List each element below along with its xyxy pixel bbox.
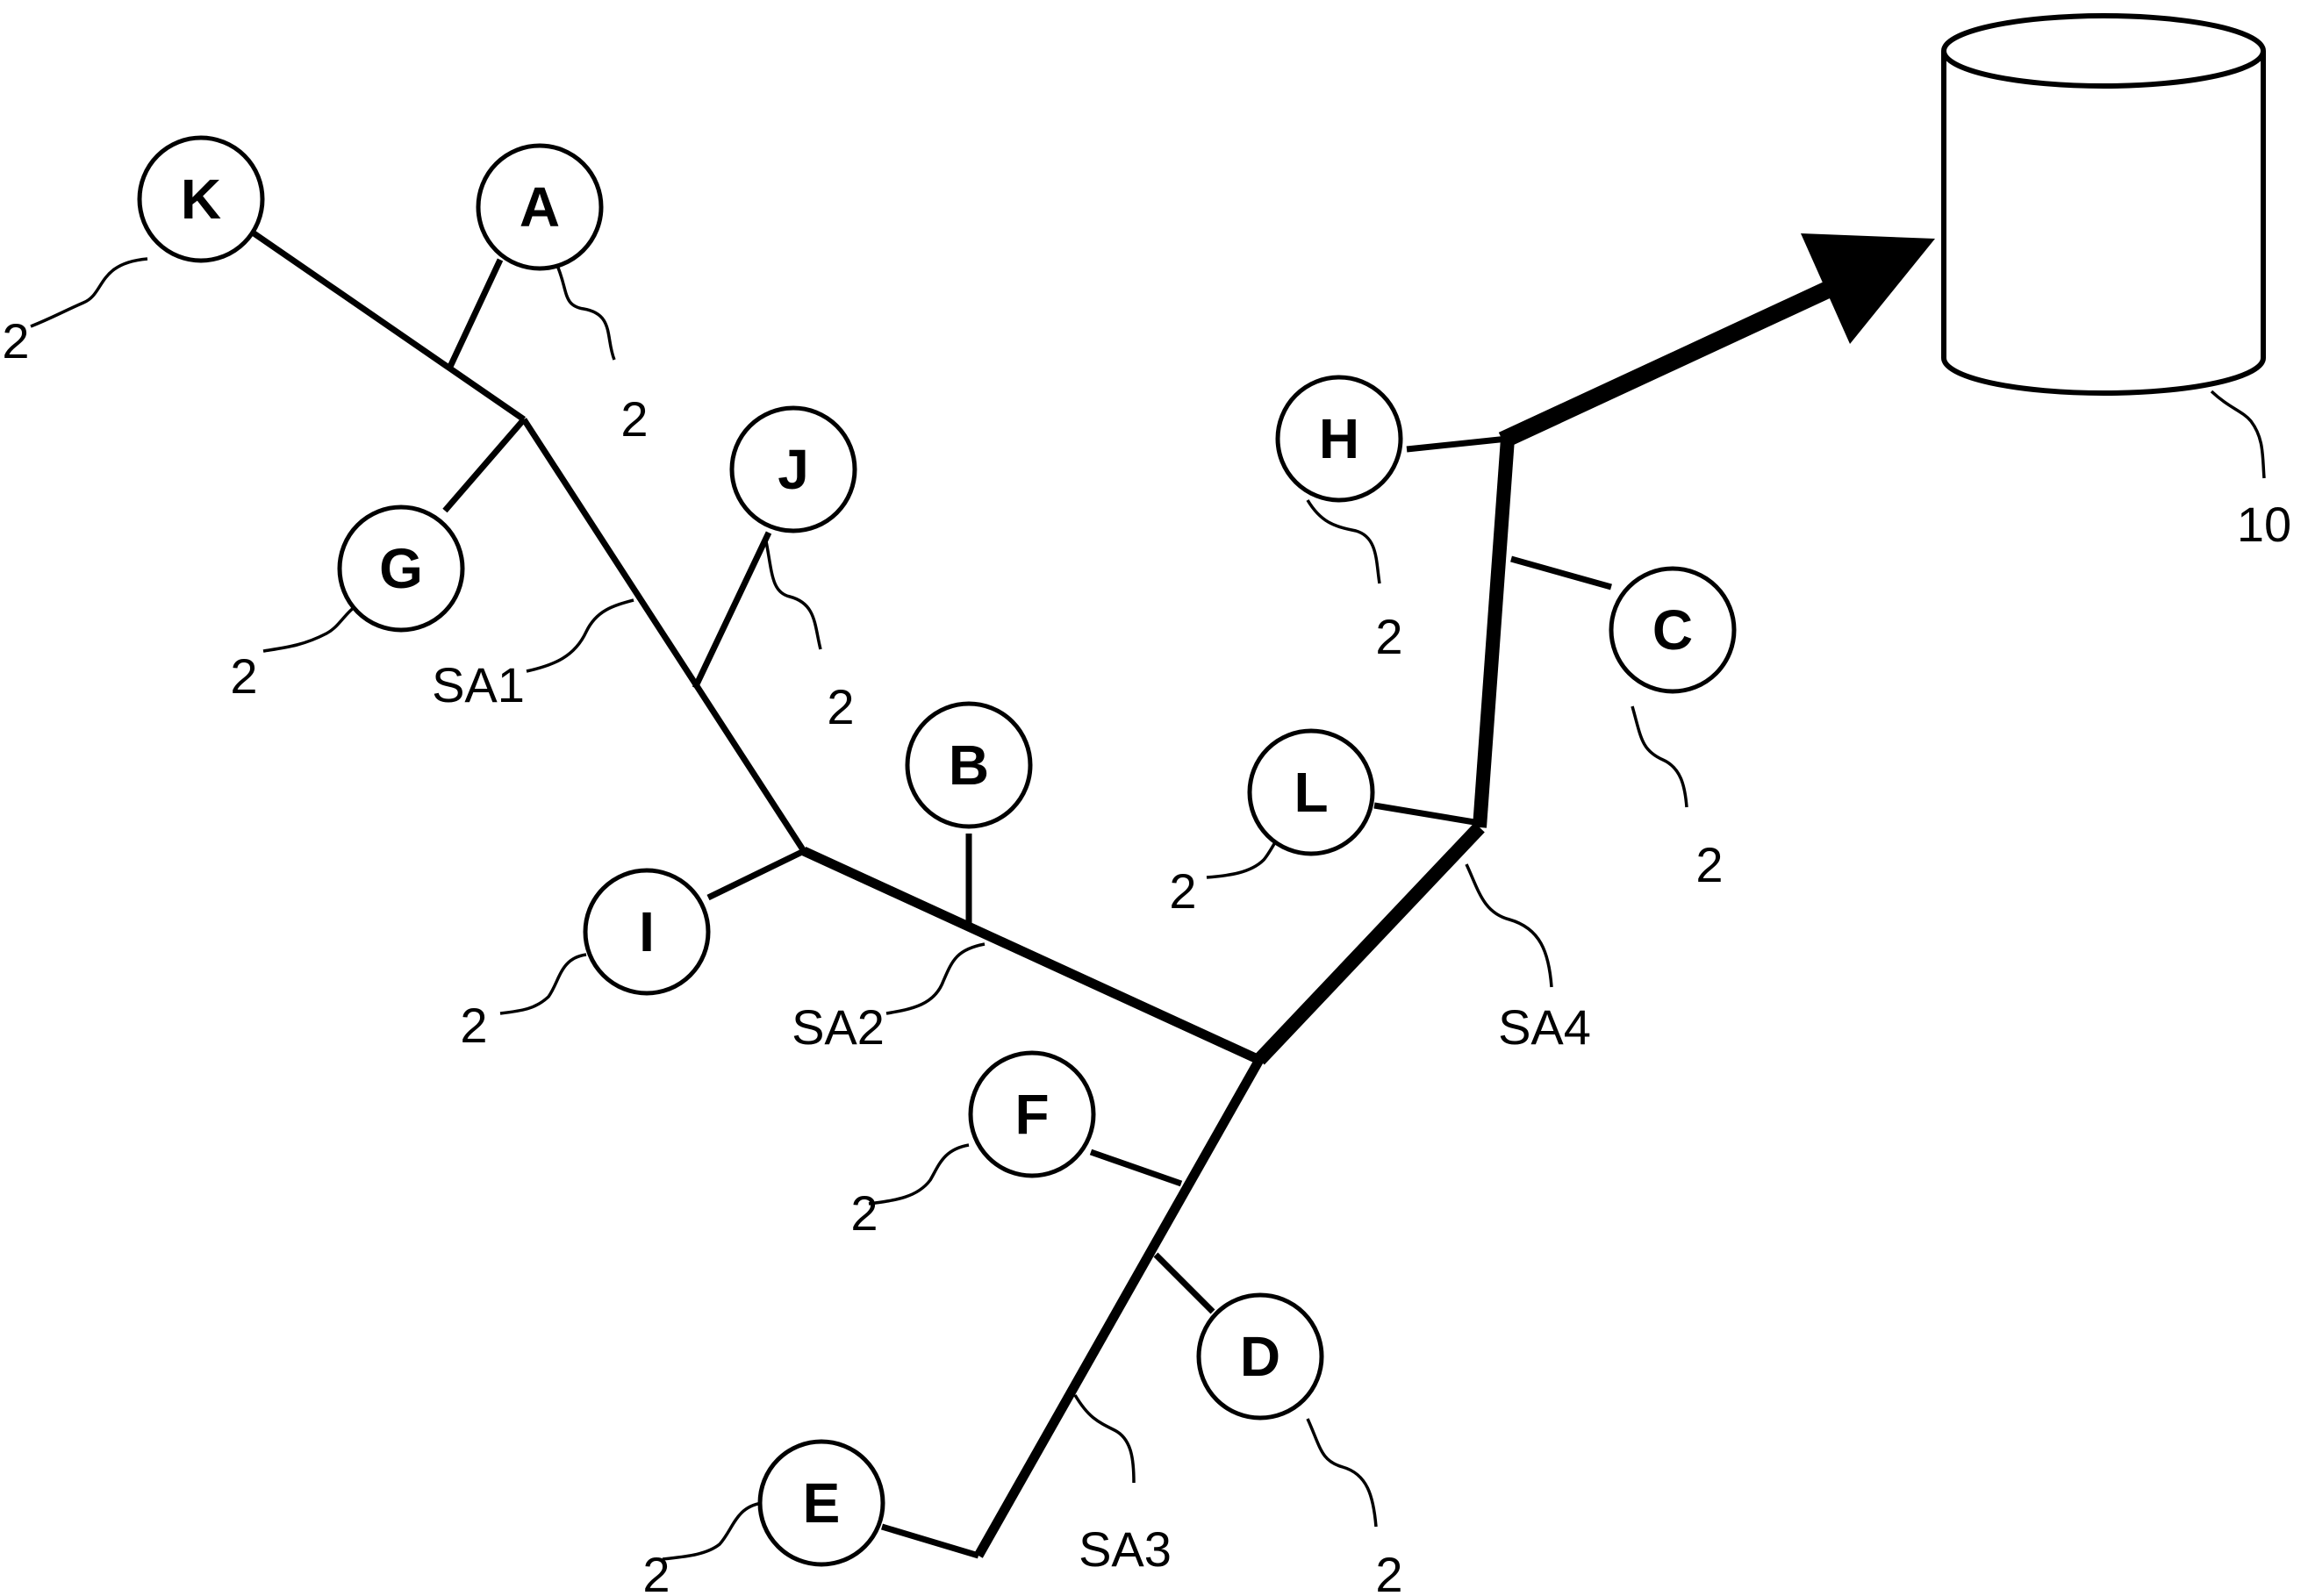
edge-sa2-trunk [801, 847, 1262, 1064]
node-a-label: A [520, 175, 560, 239]
node-group: K A G J B I H C [137, 135, 1737, 1567]
outflow-arrowhead [1801, 233, 1935, 344]
database-body [1941, 51, 2266, 396]
edge-sa3-trunk [974, 1057, 1264, 1558]
leader-h [1306, 499, 1381, 584]
ref-g: 2 [230, 648, 257, 704]
ref-c: 2 [1695, 837, 1723, 892]
node-b: B [905, 701, 1033, 829]
node-i: I [583, 868, 711, 996]
leader-sa2 [885, 942, 986, 1015]
label-sa2: SA2 [792, 999, 885, 1055]
ref-e: 2 [642, 1547, 670, 1596]
node-d: D [1196, 1292, 1324, 1421]
node-j: J [729, 405, 857, 533]
label-sa1: SA1 [432, 657, 525, 712]
edge-outflow [1498, 274, 1847, 449]
node-k-label: K [181, 168, 221, 231]
edge-c-junction [1510, 555, 1612, 590]
ref-f: 2 [850, 1185, 878, 1241]
edge-e-junction [880, 1523, 980, 1559]
node-a: A [476, 143, 604, 271]
node-e: E [757, 1439, 885, 1567]
ref-i: 2 [460, 998, 487, 1053]
leader-a [554, 261, 616, 361]
label-sa3: SA3 [1079, 1521, 1172, 1577]
node-ref-labels: 2 2 2 2 2 2 2 2 2 2 2 [2, 313, 1723, 1596]
node-c-label: C [1652, 598, 1693, 662]
database-cylinder [1941, 13, 2266, 396]
node-l: L [1247, 728, 1375, 856]
ref-j: 2 [827, 679, 854, 734]
segment-labels: SA1 SA2 SA3 SA4 [432, 657, 1591, 1577]
node-i-label: I [639, 900, 655, 963]
node-l-label: L [1294, 761, 1328, 824]
ref-l: 2 [1169, 863, 1196, 919]
leader-f [868, 1143, 970, 1206]
node-g-label: G [379, 537, 423, 600]
ref-d: 2 [1375, 1547, 1402, 1596]
leader-j [763, 536, 822, 650]
edge-l-junction [1373, 802, 1480, 827]
edge-a-junction [446, 258, 504, 370]
ref-a: 2 [620, 391, 648, 447]
leader-i [499, 953, 587, 1015]
branch-lines [248, 228, 1935, 1559]
node-f-label: F [1014, 1083, 1049, 1146]
leader-sa4 [1465, 863, 1553, 988]
node-f: F [968, 1050, 1096, 1178]
edge-j-junction [692, 531, 772, 690]
edge-sa4-upper [1473, 438, 1515, 828]
leader-d [1306, 1418, 1378, 1528]
edge-f-junction [1089, 1149, 1183, 1187]
node-b-label: B [949, 734, 989, 797]
node-c: C [1609, 566, 1737, 694]
edge-i-junction [706, 848, 806, 901]
edge-d-junction [1153, 1252, 1215, 1314]
leader-db [2210, 390, 2266, 479]
leader-sa1 [526, 598, 634, 673]
node-d-label: D [1240, 1325, 1280, 1388]
ref-h: 2 [1375, 609, 1402, 664]
leader-lines [30, 257, 2266, 1561]
edge-sa4-lower [1254, 822, 1485, 1065]
edge-k-junction [248, 228, 526, 422]
node-h-label: H [1319, 407, 1359, 470]
edge-h-junction [1406, 435, 1509, 453]
ref-k: 2 [2, 313, 29, 369]
leader-e [662, 1501, 763, 1561]
node-k: K [137, 135, 265, 263]
node-h: H [1275, 375, 1403, 503]
node-j-label: J [778, 438, 809, 501]
leader-k [30, 257, 148, 328]
leader-c [1631, 705, 1688, 808]
node-e-label: E [803, 1471, 841, 1535]
ref-database: 10 [2237, 497, 2291, 552]
leader-sa3 [1073, 1394, 1136, 1484]
database-top [1941, 13, 2266, 89]
edge-sa1-trunk [521, 418, 806, 853]
node-g: G [337, 505, 465, 633]
edge-g-junction [442, 417, 527, 513]
label-sa4: SA4 [1498, 999, 1591, 1055]
